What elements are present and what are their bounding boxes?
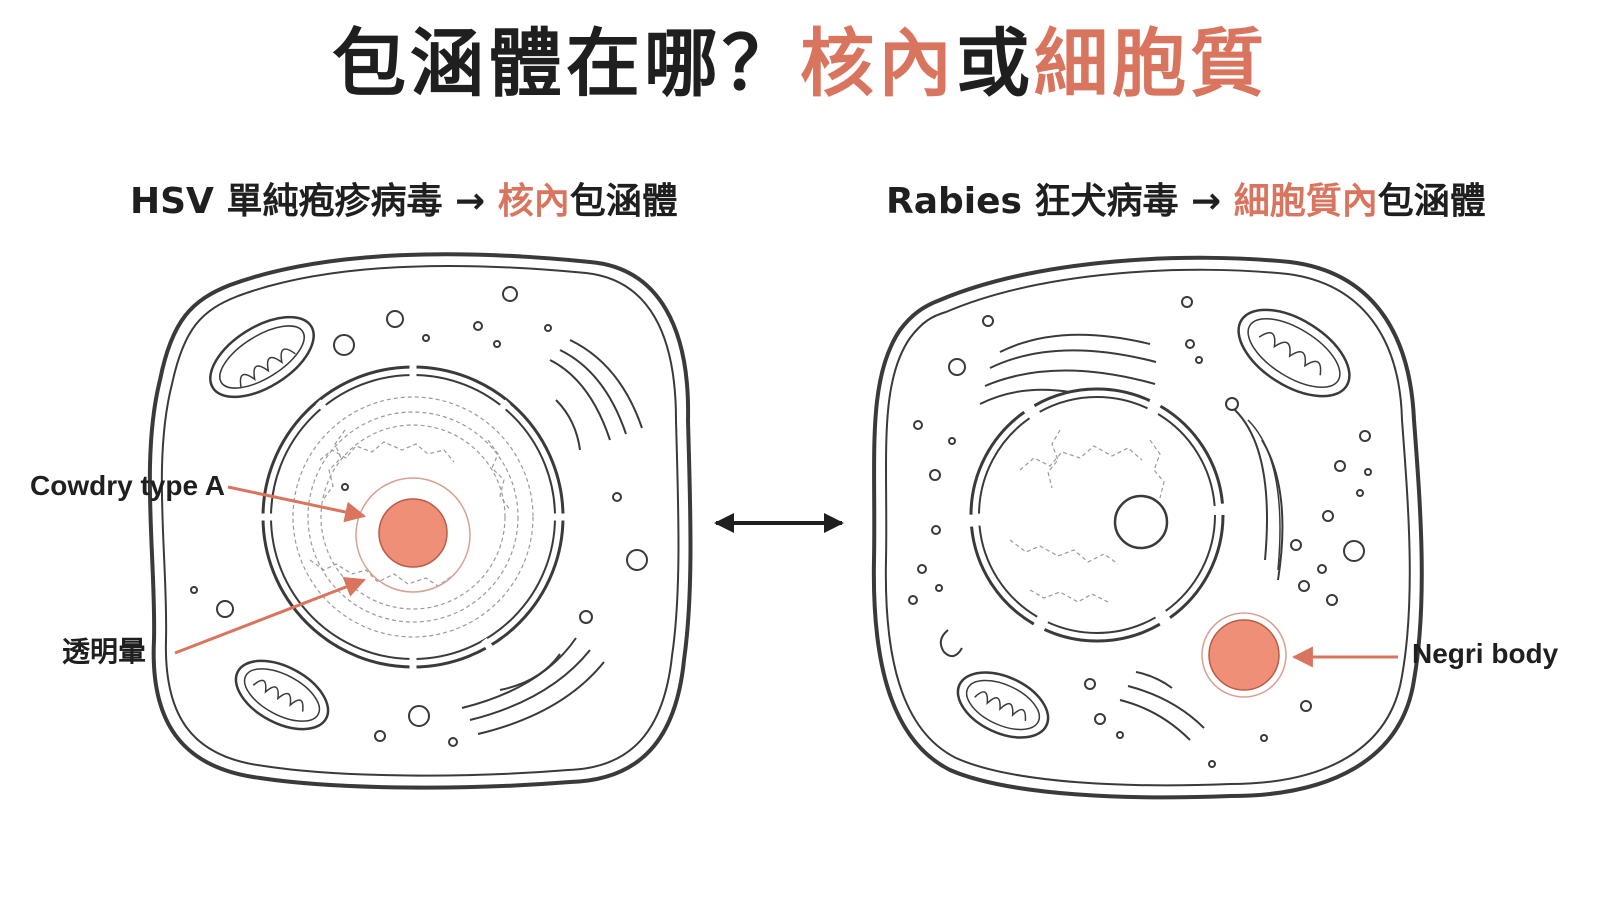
halo-arrow xyxy=(174,577,366,655)
rabies-golgi-top xyxy=(979,333,1157,405)
negri-body-label: Negri body xyxy=(1412,638,1559,669)
title-part-or: 或 xyxy=(956,21,1034,107)
rabies-subtitle: Rabies 狂犬病毒 → 細胞質內包涵體 xyxy=(886,172,1486,224)
halo-label: 透明暈 xyxy=(62,636,147,667)
hsv-endoplasmic-reticulum-right xyxy=(549,339,643,451)
rabies-golgi-bottom xyxy=(1119,671,1205,741)
rabies-cell-membrane xyxy=(871,255,1424,800)
cowdry-type-a-label: Cowdry type A xyxy=(30,470,225,501)
hsv-cell xyxy=(147,252,693,790)
rabies-er-right xyxy=(1225,397,1284,581)
negri-body-inclusion xyxy=(1208,619,1280,691)
hsv-halo xyxy=(355,477,471,593)
hsv-vesicles xyxy=(190,286,648,747)
rabies-subtitle-accent: 細胞質內 xyxy=(1233,181,1378,222)
rabies-subtitle-suffix: 包涵體 xyxy=(1377,181,1486,222)
hsv-subtitle-prefix: HSV 單純疱疹病毒 → xyxy=(130,181,498,222)
hsv-cell-membrane-inner xyxy=(160,264,680,777)
cowdry-arrow xyxy=(227,485,367,523)
title-part-cytoplasm: 細胞質 xyxy=(1034,21,1268,107)
rabies-mitochondrion-bottom xyxy=(956,671,1050,739)
hsv-mitochondrion-top xyxy=(209,315,315,399)
hsv-golgi-bottom xyxy=(461,637,605,735)
rabies-nucleus-envelope-inner xyxy=(978,396,1216,634)
hsv-mitochondrion-bottom xyxy=(234,659,330,731)
title-part-1: 包涵體在哪？ xyxy=(332,21,800,107)
hsv-subtitle-suffix: 包涵體 xyxy=(569,181,678,222)
hsv-inclusion-cowdry-a xyxy=(378,498,448,568)
rabies-cell-membrane-inner xyxy=(884,268,1411,787)
page-title: 包涵體在哪？核內或細胞質 xyxy=(0,21,1600,107)
rabies-subtitle-prefix: Rabies 狂犬病毒 → xyxy=(886,181,1234,222)
hsv-subtitle: HSV 單純疱疹病毒 → 核內包涵體 xyxy=(130,172,678,224)
hsv-cell-membrane xyxy=(147,252,693,790)
rabies-mitochondrion-top xyxy=(1237,308,1351,398)
title-part-nucleus: 核內 xyxy=(800,21,956,107)
hsv-nuclear-pores xyxy=(258,362,568,672)
rabies-nucleolus xyxy=(1113,494,1169,550)
rabies-chromatin xyxy=(1009,429,1165,603)
rabies-nucleus-envelope xyxy=(969,387,1225,643)
hsv-chromatin xyxy=(292,396,534,638)
rabies-vesicles xyxy=(908,296,1372,768)
negri-body-halo xyxy=(1201,612,1287,698)
hsv-subtitle-accent: 核內 xyxy=(497,181,570,222)
rabies-cell xyxy=(871,255,1424,800)
